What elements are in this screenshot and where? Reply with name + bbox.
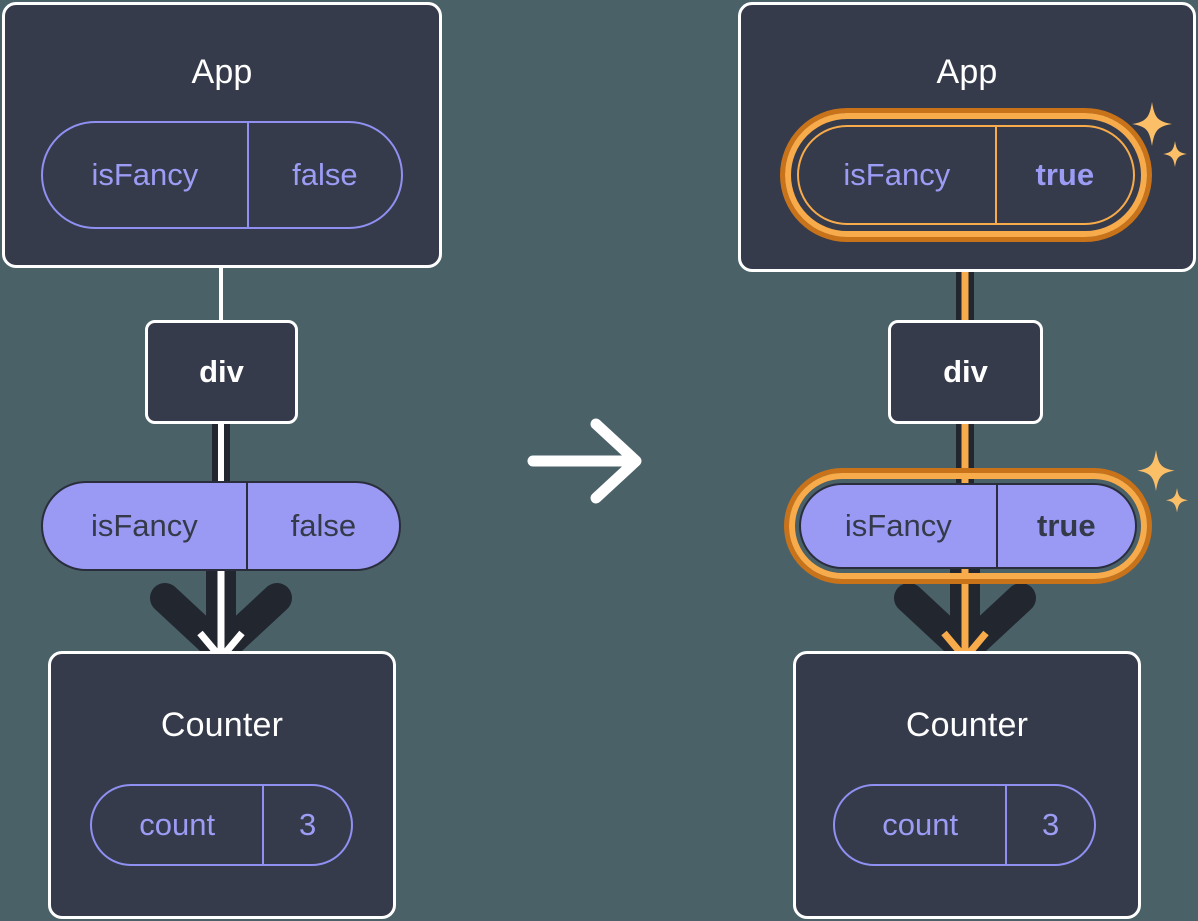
prop-pill-value-before: false: [245, 483, 399, 569]
div-node-after[interactable]: div: [888, 320, 1043, 424]
div-node-label-before: div: [199, 354, 244, 389]
arrow-pill-to-counter-right: [894, 553, 1036, 665]
prop-pill-isfancy-after[interactable]: isFancy true: [799, 483, 1137, 569]
sparkle-star-small-icon: [1163, 141, 1187, 167]
prop-pill-name-before: isFancy: [90, 508, 198, 543]
prop-pill-value-after: true: [995, 485, 1135, 567]
state-pill-count-after[interactable]: count 3: [833, 784, 1096, 866]
state-pill-value-after: true: [994, 127, 1133, 223]
state-pill-isfancy-after[interactable]: isFancy true: [797, 125, 1135, 225]
prop-pill-isfancy-before[interactable]: isFancy false: [41, 481, 401, 571]
state-pill-count-name-before: count: [139, 807, 216, 842]
state-pill-count-value-before: 3: [262, 786, 351, 864]
app-node-title-before: App: [191, 53, 253, 91]
sparkle-star-large-icon: [1137, 450, 1175, 491]
div-node-before[interactable]: div: [145, 320, 298, 424]
state-pill-count-value-after: 3: [1005, 786, 1094, 864]
state-pill-count-name-after: count: [882, 807, 959, 842]
state-pill-isfancy-before[interactable]: isFancy false: [41, 121, 403, 229]
arrow-pill-to-counter-left: [150, 553, 292, 665]
sparkle-star-large-icon: [1132, 102, 1172, 146]
counter-node-title-before: Counter: [160, 706, 284, 744]
sparkle-star-small-icon: [1166, 488, 1188, 513]
counter-node-before[interactable]: Counter: [48, 651, 396, 919]
sparkles-prop-after: [1137, 450, 1188, 513]
prop-pill-name-after: isFancy: [844, 508, 952, 543]
div-node-label-after: div: [943, 354, 988, 389]
state-pill-name-before: isFancy: [91, 157, 199, 192]
state-pill-name-after: isFancy: [843, 157, 951, 192]
right-arrow-icon: [527, 418, 642, 504]
sparkles-app-after: [1132, 102, 1187, 167]
app-node-title-after: App: [936, 53, 998, 91]
counter-node-title-after: Counter: [905, 706, 1029, 744]
state-pill-value-before: false: [246, 123, 401, 227]
app-node-after[interactable]: App: [738, 2, 1196, 272]
state-pill-count-before[interactable]: count 3: [90, 784, 353, 866]
